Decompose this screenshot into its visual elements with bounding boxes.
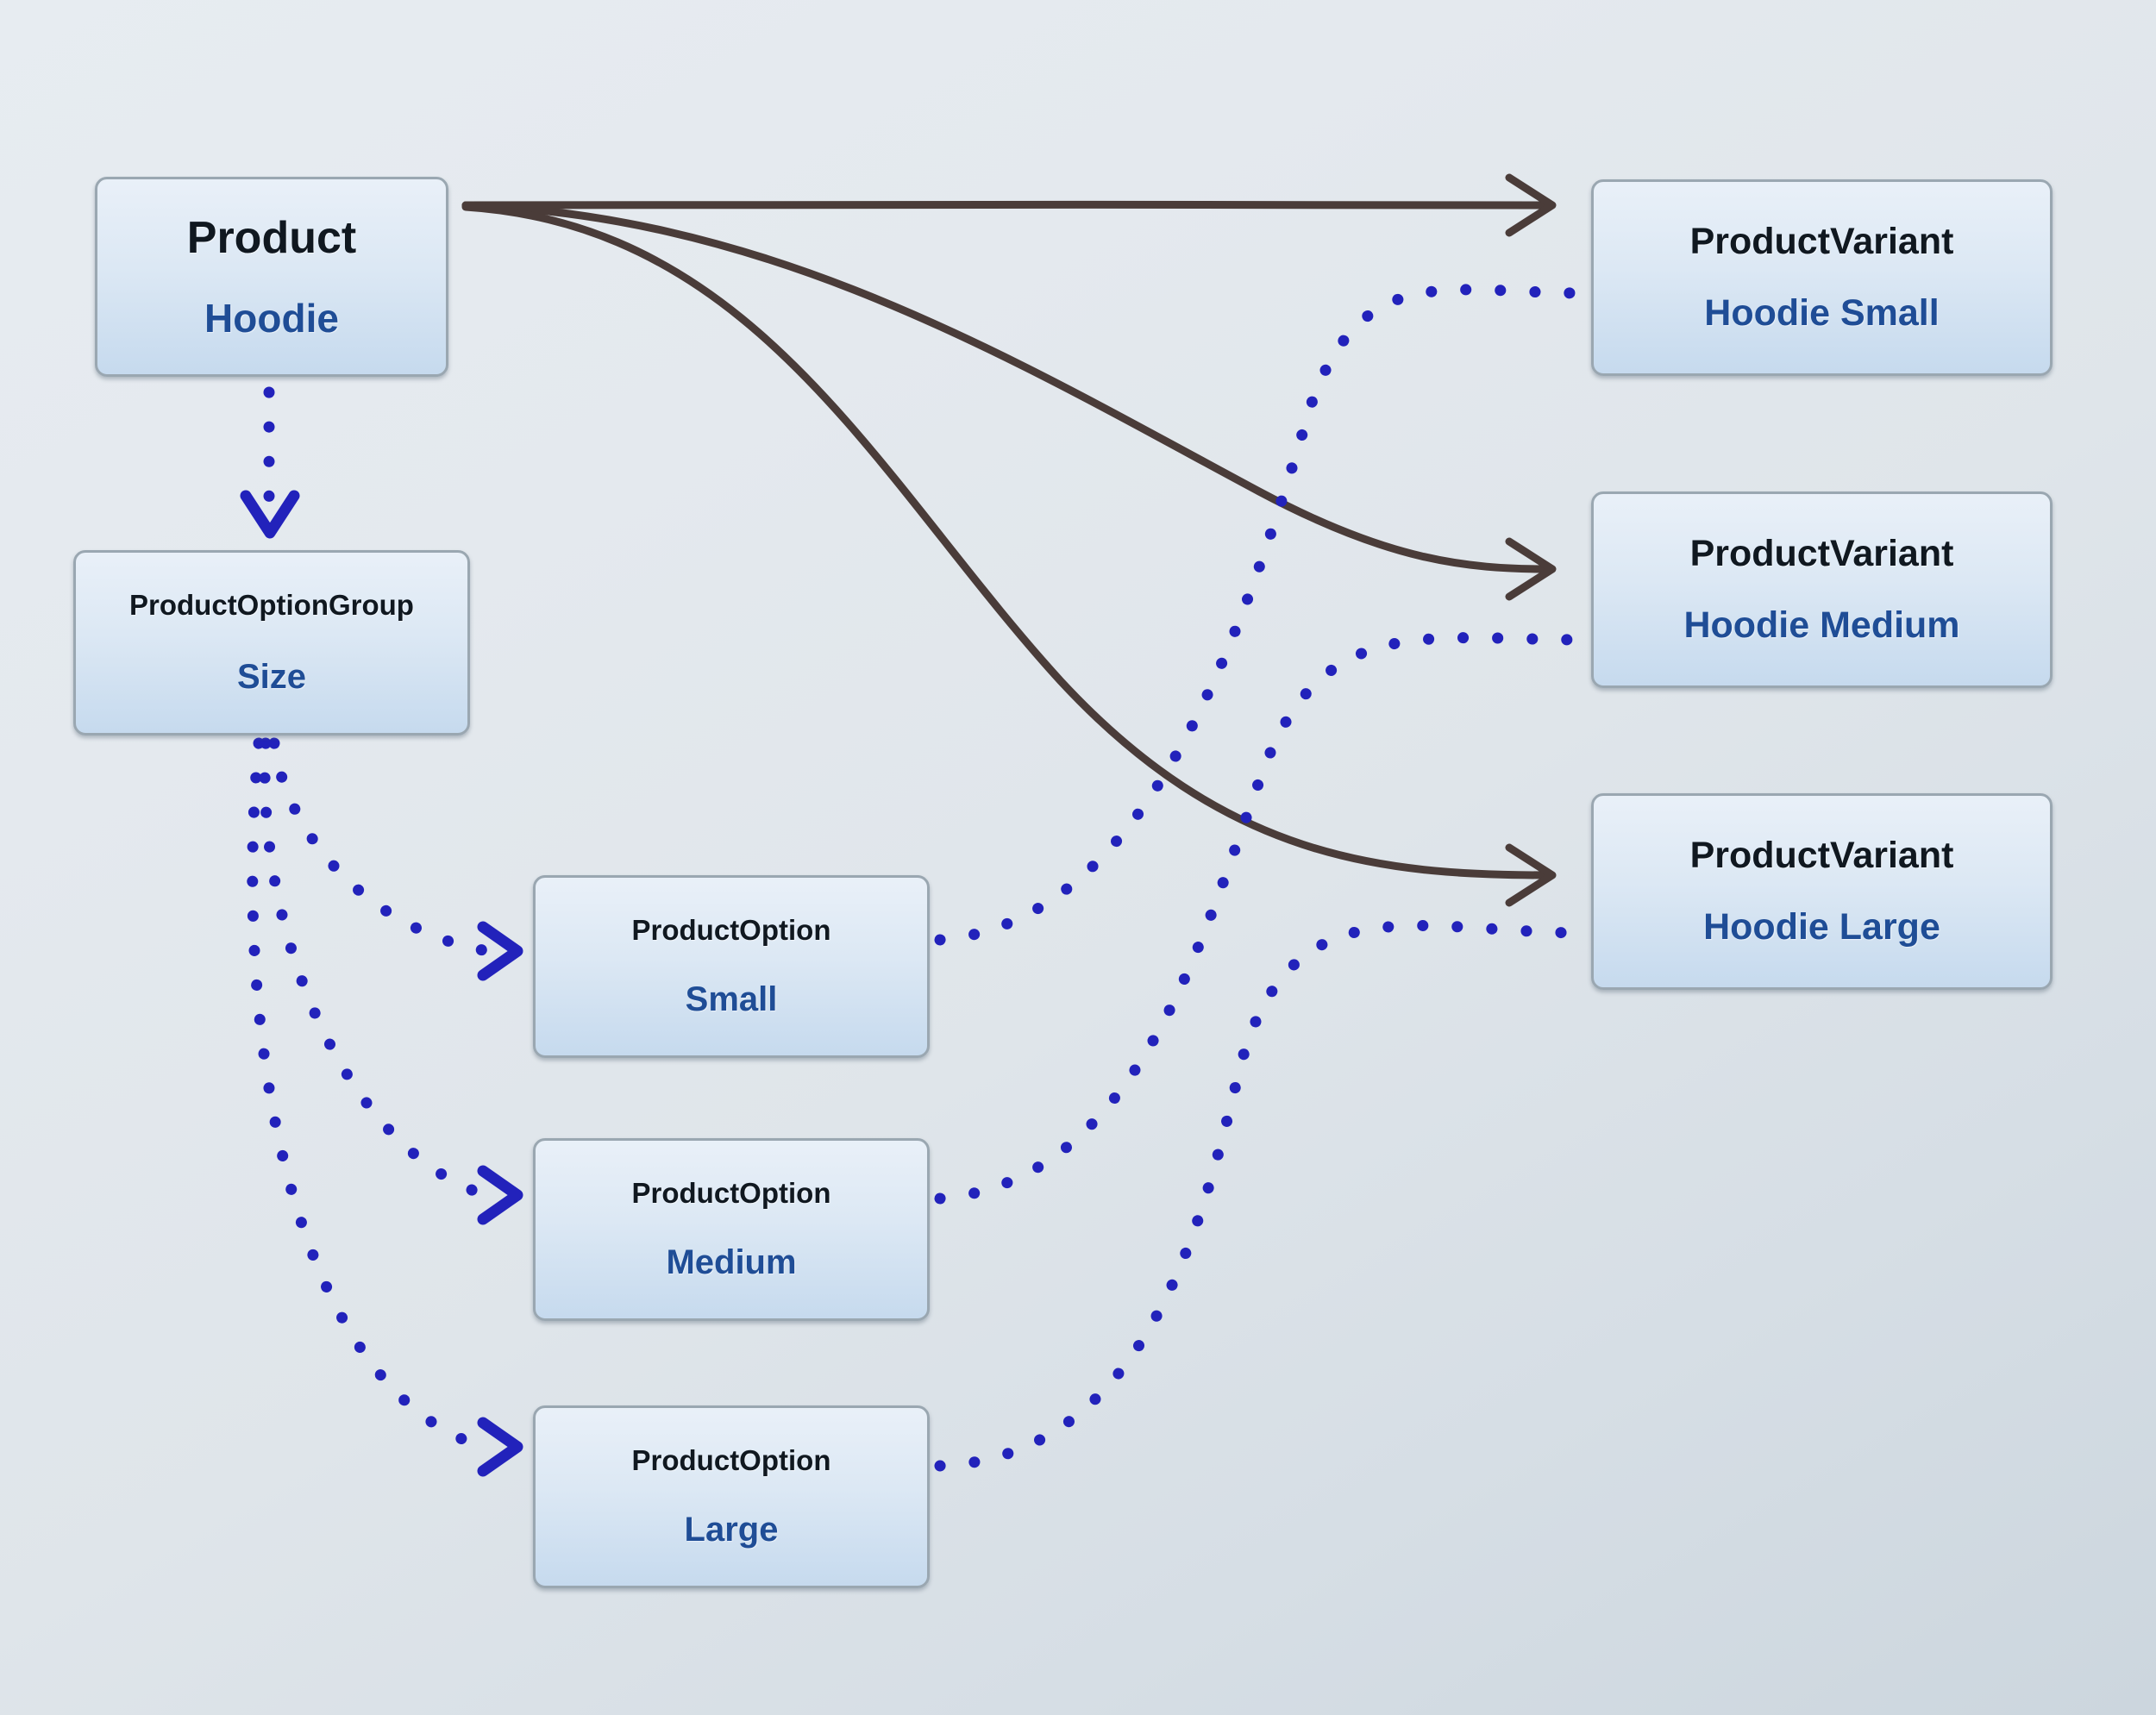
- edge-option-large-to-variant-large: [934, 919, 1591, 1472]
- node-product-value: Hoodie: [204, 296, 339, 341]
- solid-arrowheads: [1505, 173, 1557, 907]
- node-product-option-group[interactable]: ProductOptionGroup Size: [73, 550, 470, 735]
- node-product-variant-hoodie-medium[interactable]: ProductVariant Hoodie Medium: [1591, 491, 2053, 688]
- node-product-variant-hoodie-small-type: ProductVariant: [1689, 220, 1954, 262]
- node-product-variant-hoodie-large[interactable]: ProductVariant Hoodie Large: [1591, 793, 2053, 990]
- node-product-variant-hoodie-small-value: Hoodie Small: [1704, 292, 1940, 334]
- arrowhead-variant-medium-icon: [1505, 537, 1557, 601]
- edge-optiongroup-to-option-medium: [259, 737, 489, 1200]
- edge-product-to-variant-small: [461, 200, 1552, 210]
- node-product-option-medium-value: Medium: [666, 1243, 797, 1282]
- arrowhead-option-small-icon: [477, 921, 523, 981]
- node-product-option-group-value: Size: [236, 658, 307, 697]
- node-product-option-small[interactable]: ProductOption Small: [533, 875, 930, 1058]
- edge-option-medium-to-variant-medium: [934, 632, 1591, 1205]
- node-product-type: Product: [186, 212, 357, 263]
- node-product-option-medium-type: ProductOption: [631, 1176, 831, 1209]
- edge-product-to-variant-large: [461, 203, 1552, 879]
- node-product-variant-hoodie-large-type: ProductVariant: [1689, 834, 1954, 876]
- arrowhead-option-large-icon: [477, 1417, 523, 1477]
- edge-optiongroup-to-option-large: [247, 737, 489, 1453]
- edge-product-to-variant-medium: [461, 201, 1552, 573]
- node-product-option-group-type: ProductOptionGroup: [129, 588, 414, 621]
- node-product[interactable]: Product Hoodie: [95, 177, 448, 377]
- node-product-option-large-value: Large: [684, 1511, 779, 1549]
- arrowhead-optiongroup-icon: [240, 490, 300, 539]
- solid-edge-group: [461, 200, 1552, 879]
- node-product-variant-hoodie-medium-value: Hoodie Medium: [1683, 604, 1960, 646]
- arrowhead-option-medium-icon: [477, 1165, 523, 1225]
- arrowhead-variant-large-icon: [1505, 843, 1557, 907]
- node-product-option-large[interactable]: ProductOption Large: [533, 1405, 930, 1588]
- arrowhead-variant-small-icon: [1505, 173, 1557, 237]
- node-product-option-medium[interactable]: ProductOption Medium: [533, 1138, 930, 1321]
- node-product-option-large-type: ProductOption: [631, 1443, 831, 1476]
- node-product-option-small-value: Small: [685, 980, 778, 1019]
- edge-option-small-to-variant-small: [934, 284, 1591, 946]
- node-product-variant-hoodie-medium-type: ProductVariant: [1689, 532, 1954, 574]
- node-product-variant-hoodie-large-value: Hoodie Large: [1703, 906, 1940, 948]
- node-product-variant-hoodie-small[interactable]: ProductVariant Hoodie Small: [1591, 179, 2053, 376]
- node-product-option-small-type: ProductOption: [631, 913, 831, 946]
- edge-optiongroup-to-option-small: [268, 737, 489, 956]
